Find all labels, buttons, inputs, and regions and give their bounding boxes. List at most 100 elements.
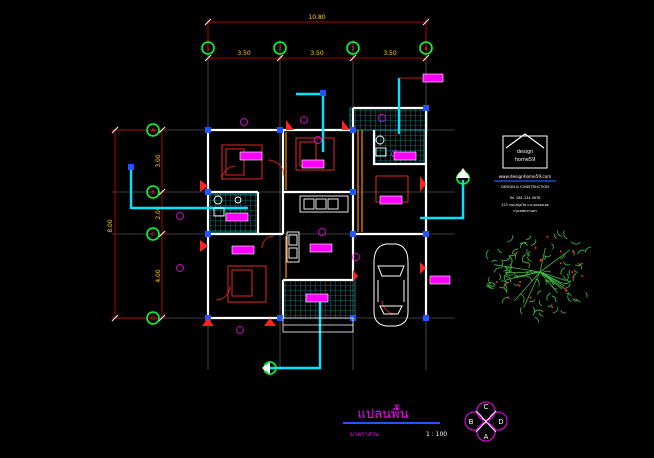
- tree-branch: [539, 271, 566, 290]
- tree-leaf: [504, 266, 508, 277]
- logo-line-1: design: [517, 149, 534, 155]
- svg-text:1: 1: [206, 46, 209, 52]
- tree-leaf: [530, 239, 537, 246]
- tree-leaf: [572, 298, 578, 301]
- tree-leaf: [513, 253, 517, 259]
- dim-left-1: 3.00: [155, 154, 162, 168]
- tree-leaf: [527, 250, 531, 257]
- tree-leaf: [487, 284, 494, 289]
- dim-left-3: 4.00: [155, 269, 162, 283]
- tree-berry: [518, 284, 521, 287]
- drawing-title: แปลนพื้น: [358, 404, 409, 422]
- logo-phone: Tel. 081-234-5678: [509, 196, 541, 200]
- logo-box: [502, 135, 548, 169]
- tree-leaf: [539, 300, 542, 307]
- tree-leaf: [520, 293, 525, 304]
- tree-berry: [529, 296, 532, 299]
- sanitary-fixtures: [213, 135, 387, 217]
- tree-leaf: [568, 269, 571, 276]
- tree-leaf: [507, 235, 514, 243]
- svg-text:D: D: [498, 418, 503, 426]
- tree-leaf: [519, 241, 527, 249]
- tree-branch: [539, 271, 566, 281]
- tree-branch: [539, 271, 562, 283]
- beam-lines: [285, 130, 363, 278]
- svg-text:D: D: [151, 316, 155, 322]
- tree-leaf: [508, 251, 518, 257]
- tree-berry: [559, 262, 562, 265]
- tree-leaf: [500, 280, 507, 283]
- entrance-steps: [282, 317, 354, 333]
- tree-leaf: [566, 273, 569, 281]
- tree-leaf: [584, 246, 592, 253]
- tree-leaf: [512, 248, 519, 255]
- tree-berry: [507, 296, 510, 299]
- tree-leaf: [563, 230, 568, 240]
- tree-leaf: [497, 248, 503, 253]
- tree-leaf: [565, 282, 571, 289]
- tree-leaf: [566, 292, 572, 297]
- service-line-markers: [128, 90, 326, 170]
- tree-berry: [564, 288, 567, 291]
- walls: [206, 106, 428, 320]
- scale-label: มาตราส่วน: [350, 431, 379, 438]
- svg-text:B: B: [469, 418, 474, 426]
- tree-leaf: [503, 274, 510, 284]
- sofa-set: [286, 195, 349, 263]
- tree-leaf: [572, 249, 575, 256]
- tree-berry: [551, 306, 554, 309]
- tree-berry: [571, 271, 574, 273]
- entry-markers: [263, 171, 470, 375]
- tree-berry: [515, 252, 518, 255]
- tree-branch: [513, 271, 541, 278]
- company-logo: design home59 www.designhome59.com DESIG…: [494, 133, 556, 214]
- tree-branch: [494, 264, 541, 273]
- svg-text:2: 2: [278, 46, 281, 52]
- tree-leaf: [585, 292, 588, 298]
- tree-leaf: [553, 233, 558, 239]
- tree-berries: [495, 235, 584, 309]
- tree-leaf: [486, 283, 496, 288]
- dim-seg-3: 3.50: [383, 50, 397, 57]
- tree-leaf: [551, 243, 554, 250]
- dim-seg-2: 3.50: [310, 50, 324, 57]
- tree-leaf: [577, 249, 585, 255]
- grid-markers-top: [201, 41, 433, 55]
- tree-leaf: [498, 273, 502, 281]
- tree-leaf: [544, 279, 548, 285]
- logo-line-2: home59: [515, 157, 536, 163]
- svg-text:3: 3: [351, 46, 354, 52]
- tree-leaf: [503, 269, 513, 273]
- tree-berry: [581, 275, 584, 277]
- tree-berry: [572, 251, 575, 253]
- tree-leaf: [557, 230, 562, 237]
- logo-roof-icon: [505, 133, 545, 149]
- tree-berry: [559, 250, 562, 253]
- tree-leaf: [486, 283, 492, 287]
- logo-tagline: DESIGN & CONSTRUCTION: [501, 185, 549, 189]
- elevation-markers: [176, 114, 399, 334]
- tree-leaf: [560, 267, 566, 275]
- tree-leaf: [562, 261, 571, 266]
- dimension-ticks: [111, 18, 430, 322]
- tree-leaf: [491, 259, 498, 263]
- tree-leaf: [532, 307, 536, 316]
- tree-leaf: [525, 276, 533, 282]
- tree-leaf: [561, 280, 572, 284]
- tree-leaf: [526, 248, 530, 256]
- dim-overall-width: 10.80: [308, 14, 325, 21]
- tree-berry: [495, 280, 498, 283]
- entry-marker-fill: [262, 168, 470, 374]
- window-markers: [200, 120, 426, 326]
- dim-seg-1: 3.50: [237, 50, 251, 57]
- tree-leaf: [488, 276, 492, 285]
- tree-symbol: [485, 230, 592, 323]
- svg-text:A: A: [151, 128, 155, 134]
- tree-leaf: [560, 254, 565, 259]
- tree-berry: [502, 286, 505, 289]
- tree-leaf: [534, 317, 540, 323]
- tree-leaf: [573, 269, 579, 273]
- tree-branch: [539, 247, 546, 273]
- tree-branch: [505, 271, 541, 274]
